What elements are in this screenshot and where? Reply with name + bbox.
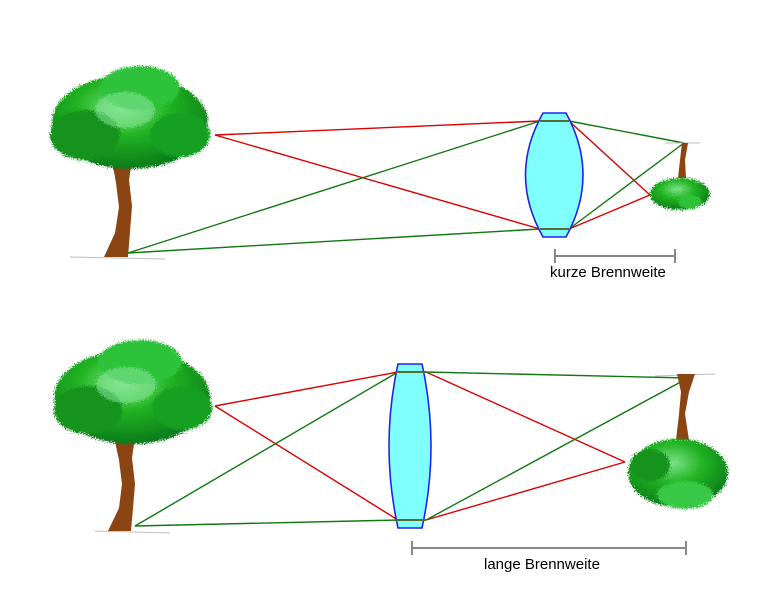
- long-focal-length-label: lange Brennweite: [484, 556, 600, 573]
- object-tree-bottom: [54, 340, 212, 534]
- ground-line: [94, 530, 171, 534]
- ground-line: [69, 256, 166, 260]
- image-tree-top: [650, 142, 710, 210]
- ray: [214, 134, 541, 230]
- ray: [425, 371, 689, 379]
- focal-length-bar-long: [411, 541, 687, 555]
- tree-trunk: [104, 160, 132, 257]
- tree-trunk: [108, 437, 135, 531]
- ray: [568, 194, 651, 230]
- tree-trunk: [678, 143, 688, 178]
- lens-convex-short: [524, 112, 584, 238]
- tree-foliage: [50, 66, 210, 169]
- ray: [425, 371, 626, 463]
- tree-foliage: [650, 178, 710, 210]
- ray: [127, 120, 541, 254]
- ray: [214, 405, 399, 521]
- object-tree-top: [50, 66, 210, 260]
- ray: [568, 120, 685, 144]
- diagram-long-focal: [54, 340, 728, 555]
- ray: [134, 371, 399, 527]
- ray: [425, 377, 689, 521]
- tree-foliage: [54, 340, 212, 444]
- ray: [214, 120, 541, 136]
- light-rays-top: [127, 120, 685, 254]
- ray: [214, 371, 399, 407]
- focal-length-bar-short: [554, 249, 676, 263]
- ray: [568, 120, 651, 196]
- short-focal-length-label: kurze Brennweite: [550, 264, 666, 281]
- ray: [425, 461, 626, 521]
- lens-convex-long: [388, 363, 432, 529]
- ray: [127, 228, 541, 254]
- ray: [134, 519, 399, 527]
- diagram-short-focal: [50, 66, 710, 263]
- image-tree-bottom: [628, 373, 728, 509]
- tree-foliage: [628, 439, 728, 509]
- ray: [568, 142, 685, 230]
- tree-trunk: [676, 374, 695, 440]
- light-rays-bottom: [134, 371, 689, 527]
